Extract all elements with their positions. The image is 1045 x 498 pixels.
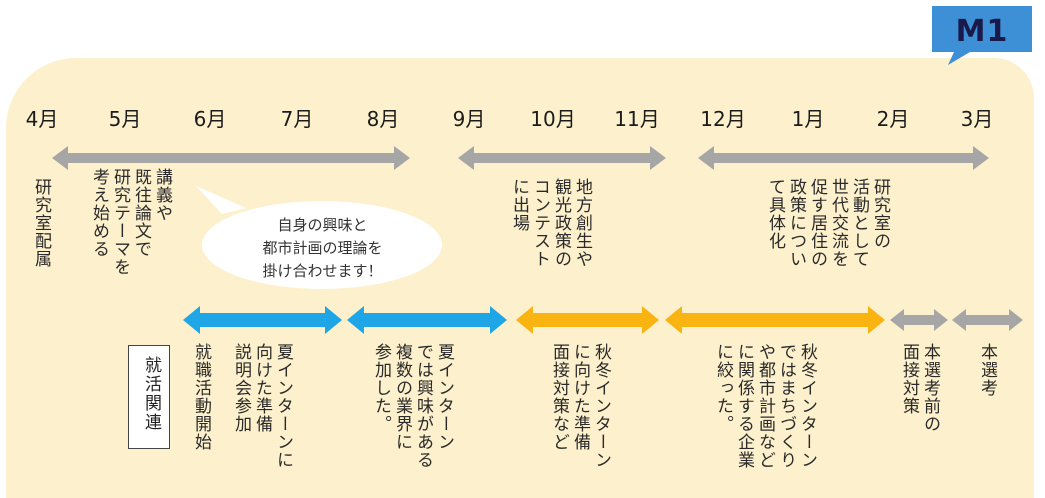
research-policy-detail: 研究室の 活動として 世代交流を 促す居住の 政策につい て具体化 [765, 178, 890, 268]
month-label: 10月 [530, 107, 576, 131]
m1-badge-label: M1 [955, 14, 1009, 49]
job-arrow-aug-sep [347, 306, 507, 334]
job-main-selection: 本選考 [977, 343, 997, 397]
job-arrow-feb [890, 309, 948, 331]
job-hunting-label: 就活関連 [128, 345, 170, 449]
research-lab-assignment: 研究室配属 [31, 178, 51, 268]
speech-bubble [196, 186, 442, 289]
job-arrow-jun-jul [183, 306, 342, 334]
speech-bubble-text: 自身の興味と 都市計画の理論を 掛け合わせます！ [262, 216, 383, 280]
job-hunting-label-text: 就活関連 [141, 356, 161, 432]
job-arrow-mar [952, 309, 1023, 331]
job-arrow-oct-nov [516, 306, 659, 334]
month-label: 9月 [452, 107, 486, 131]
job-start: 就職活動開始 [191, 343, 211, 451]
job-interview-practice: 本選考前の 面接対策 [899, 343, 940, 433]
m1-badge-shape [932, 6, 1032, 65]
month-label: 4月 [25, 107, 59, 131]
job-summer-internship: 夏インターン では興味がある 複数の業界に 参加した。 [371, 343, 454, 469]
month-label: 2月 [876, 107, 910, 131]
month-label: 6月 [193, 107, 227, 131]
month-label: 8月 [366, 107, 400, 131]
month-label: 1月 [791, 107, 825, 131]
month-label: 5月 [108, 107, 142, 131]
job-autumn-prep: 秋冬インターン に向けた準備 面接対策など [549, 343, 611, 469]
job-summer-prep: 夏インターンに 向けた準備 説明会参加 [231, 343, 293, 469]
research-arrow-apr-aug [52, 146, 410, 170]
month-label: 7月 [280, 107, 314, 131]
research-contest: 地方創生や 観光政策の コンテスト に出場 [509, 178, 592, 268]
research-arrow-dec-mar [698, 146, 989, 170]
job-autumn-internship: 秋冬インターン ではまちづくり や都市計画など に関係する企業 に絞った。 [713, 343, 817, 469]
month-label: 3月 [960, 107, 994, 131]
research-arrow-sep-nov [458, 146, 666, 170]
month-label: 11月 [614, 107, 660, 131]
timeline-arrows [52, 146, 1023, 334]
job-arrow-dec-jan [665, 306, 885, 334]
month-label: 12月 [700, 107, 746, 131]
research-topic-start: 講義や 既往論文で 研究テーマを 考え始める [89, 168, 172, 276]
timeline-panel [6, 58, 1034, 498]
